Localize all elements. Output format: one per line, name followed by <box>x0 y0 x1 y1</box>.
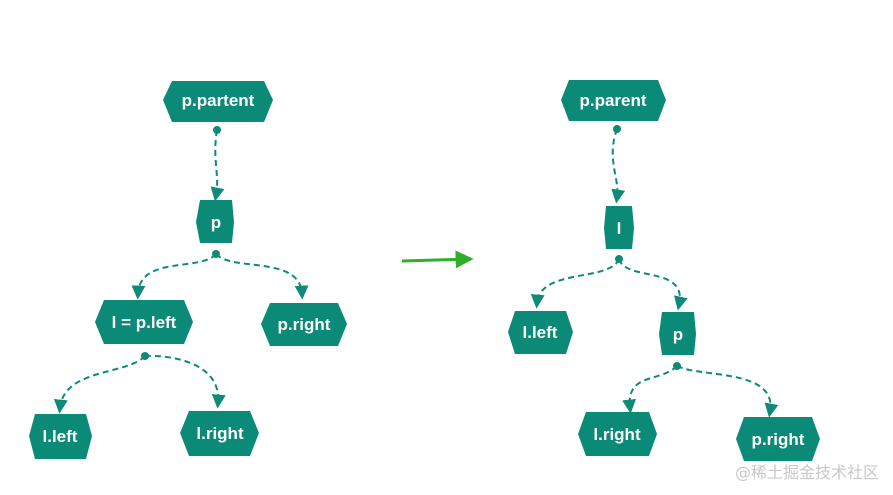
right-node-l-right: l.right <box>578 412 657 456</box>
edge-l-to-lleft <box>53 355 146 414</box>
node-label: p.right <box>752 430 805 449</box>
left-node-root: p.partent <box>163 81 273 122</box>
node-label: l.left <box>43 427 78 446</box>
node-label: p.partent <box>182 91 255 110</box>
left-tree-edges <box>53 126 309 414</box>
transition-arrow <box>401 250 474 269</box>
edge-l-to-lright <box>144 354 226 409</box>
node-label: p.parent <box>579 91 646 110</box>
right-node-p-right: p.right <box>736 417 820 461</box>
left-node-l: l = p.left <box>95 300 193 344</box>
right-node-l-left: l.left <box>508 311 573 354</box>
node-label: l <box>617 219 622 238</box>
edge-l-to-lleft <box>530 258 620 309</box>
edge-p-to-pright <box>215 253 309 300</box>
node-label: p.right <box>278 315 331 334</box>
edge-p-to-l <box>131 253 217 300</box>
node-label: p <box>673 325 683 344</box>
left-node-p-right: p.right <box>261 303 347 346</box>
right-node-root: p.parent <box>561 80 666 121</box>
node-label: l = p.left <box>112 313 177 332</box>
left-node-l-left: l.left <box>29 414 92 459</box>
edge-p-to-lright <box>622 365 678 414</box>
node-label: l.left <box>523 323 558 342</box>
edge-l-to-p <box>618 258 688 311</box>
edge-root-to-l <box>611 128 626 204</box>
edge-root-to-p <box>210 129 225 202</box>
edge-p-to-pright <box>676 365 779 418</box>
node-label: l.right <box>196 424 244 443</box>
right-node-p: p <box>659 312 696 355</box>
right-node-l: l <box>604 206 634 249</box>
left-node-l-right: l.right <box>180 411 259 456</box>
watermark: @稀土掘金技术社区 <box>734 463 879 482</box>
node-label: l.right <box>593 425 641 444</box>
left-node-p: p <box>196 200 234 243</box>
right-tree-edges <box>530 125 779 418</box>
node-label: p <box>211 213 221 232</box>
